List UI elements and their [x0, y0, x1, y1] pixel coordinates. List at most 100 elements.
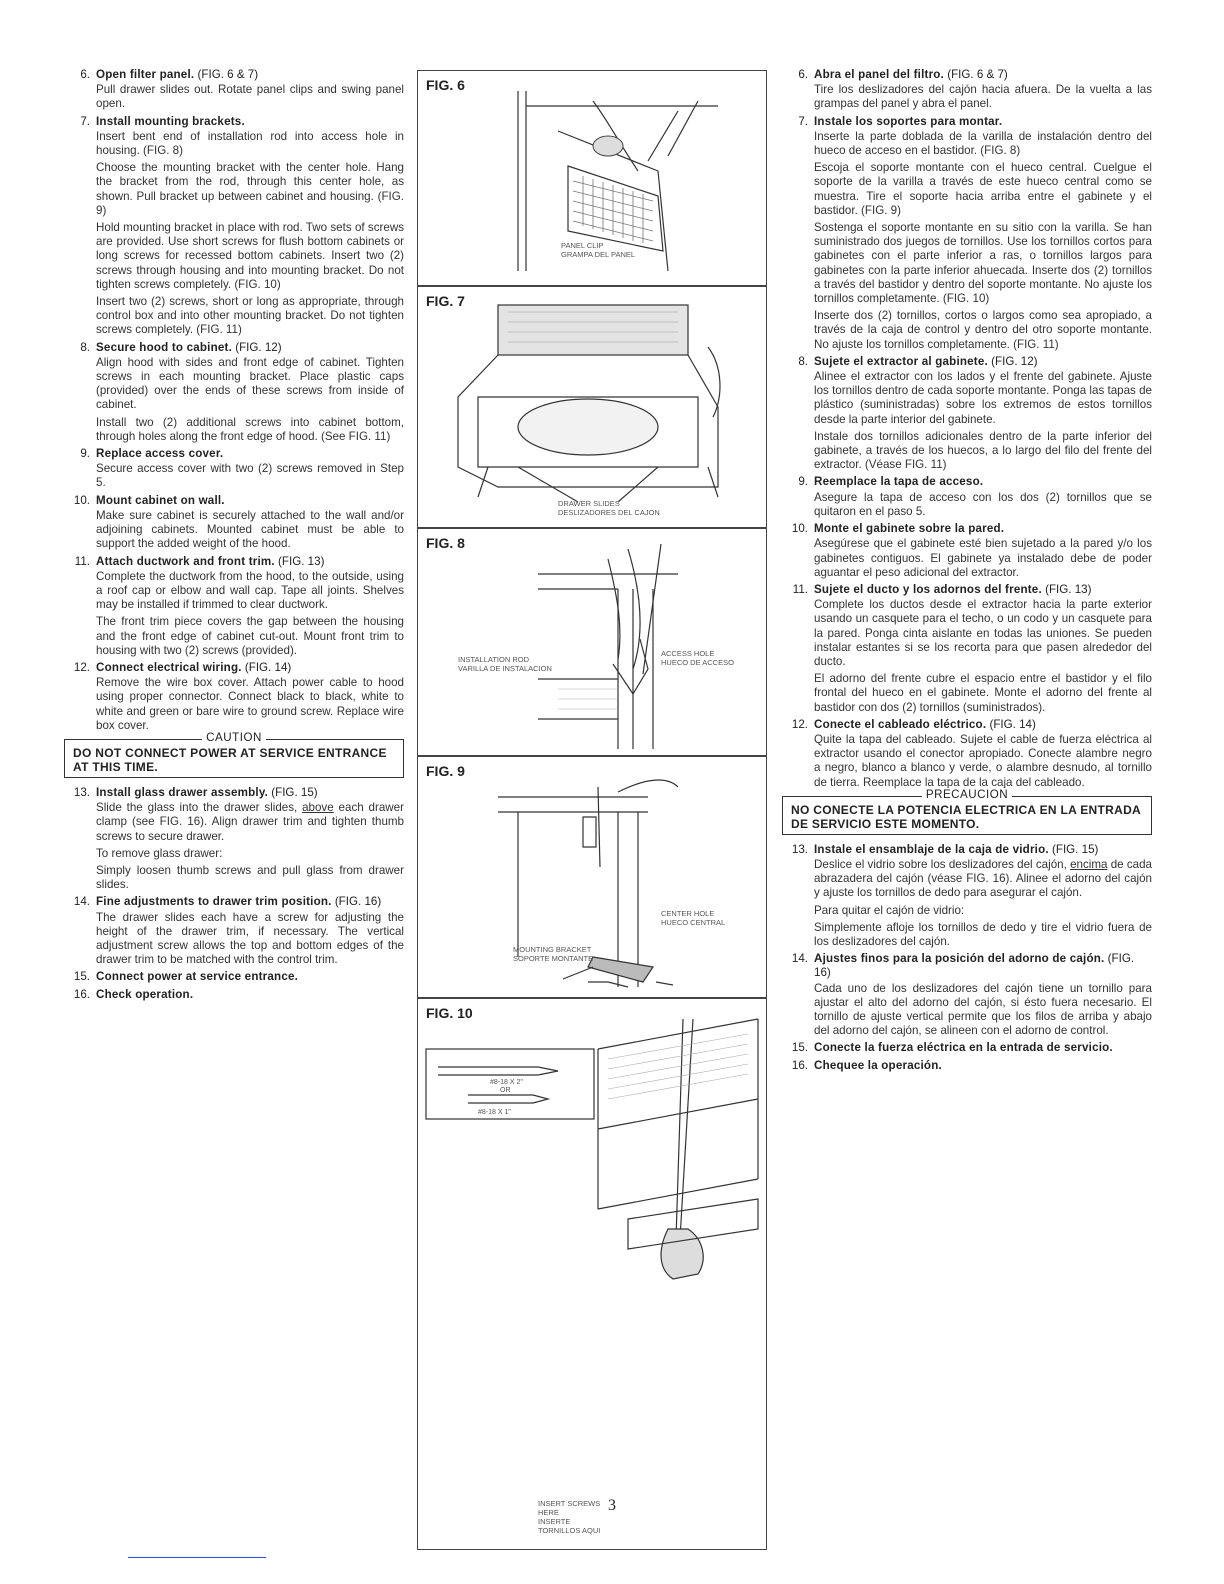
step-number: 7.	[798, 114, 808, 128]
step-9: 9.Replace access cover.Secure access cov…	[74, 447, 404, 491]
fig8-rod-callout: INSTALLATION ROD VARILLA DE INSTALACION	[458, 655, 552, 673]
step-paragraph: Make sure cabinet is securely attached t…	[96, 508, 404, 551]
step-paragraph: El adorno del frente cubre el espacio en…	[814, 672, 1152, 714]
step-paragraph: Escoja el soporte montante con el hueco …	[814, 161, 1152, 217]
figures-column: FIG. 6 PANEL CLIP GRAMPA DEL PANEL FIG. …	[417, 70, 767, 1550]
page-number: 3	[608, 1497, 616, 1514]
step-paragraph: Align hood with sides and front edge of …	[96, 355, 404, 412]
step-paragraph: Simplemente afloje los tornillos de dedo…	[814, 920, 1152, 948]
step-11: 11.Sujete el ducto y los adornos del fre…	[792, 583, 1152, 715]
step-8: 8.Secure hood to cabinet. (FIG. 12)Align…	[74, 341, 404, 444]
step-number: 16.	[791, 1058, 808, 1072]
step-paragraph: The drawer slides each have a screw for …	[96, 910, 404, 967]
step-ref: (FIG. 6 & 7)	[943, 68, 1008, 81]
figure-10: FIG. 10 #8-18 X 2" OR #8-18 X 1" INSERT …	[417, 998, 767, 1550]
caution-text: DO NOT CONNECT POWER AT SERVICE ENTRANCE…	[73, 745, 387, 774]
step-ref: (FIG. 14)	[986, 717, 1036, 731]
step-paragraph: Quite la tapa del cableado. Sujete el ca…	[814, 732, 1152, 789]
figure-8: FIG. 8 INSTALLATION ROD VARILLA DE INSTA…	[417, 528, 767, 756]
english-steps-14-16: 14.Fine adjustments to drawer trim posit…	[74, 895, 404, 1001]
figure-label: FIG. 7	[426, 293, 465, 309]
step-title: Connect power at service entrance.	[96, 970, 299, 984]
step-number: 15.	[73, 970, 90, 984]
step-paragraph: Asegúrese que el gabinete esté bien suje…	[814, 537, 1152, 579]
fig10-or-label: OR	[500, 1087, 511, 1094]
step-paragraph: Instale dos tornillos adicionales dentro…	[814, 429, 1152, 472]
step-number: 16.	[73, 987, 90, 1001]
caution-box: CAUTION DO NOT CONNECT POWER AT SERVICE …	[64, 730, 404, 778]
step-8: 8.Sujete el extractor al gabinete. (FIG.…	[792, 355, 1152, 473]
step-10: 10. Monte el gabinete sobre la pared.Aseg…	[792, 522, 1152, 580]
step-12: 12. Conecte el cableado eléctrico. (FIG. …	[792, 718, 1152, 790]
step-paragraph: Sostenga el soporte montante en su sitio…	[814, 221, 1152, 306]
step-paragraph: Insert bent end of installation rod into…	[96, 129, 404, 158]
step-paragraph: Install two (2) additional screws into c…	[96, 415, 404, 443]
fig6-drawing	[517, 91, 718, 272]
step-title: Install glass drawer assembly.	[96, 785, 269, 799]
fig8-drawing	[538, 543, 678, 749]
fig9-bracket-callout: MOUNTING BRACKET SOPORTE MONTANTE	[513, 945, 594, 963]
step-number: 8.	[798, 354, 808, 368]
step-paragraph: Simply loosen thumb screws and pull glas…	[96, 863, 404, 892]
step-title: Abra el panel del filtro.	[814, 68, 944, 81]
figure-7: FIG. 7 DRAWER SLIDES DESLIZADORES DEL CA…	[417, 286, 767, 528]
caution-text: NO CONECTE LA POTENCIA ELECTRICA EN LA E…	[791, 802, 1141, 831]
step-title: Install mounting brackets.	[96, 114, 245, 128]
figure-6: FIG. 6 PANEL CLIP GRAMPA DEL PANEL	[417, 70, 767, 286]
spanish-steps-6-12: 6. Abra el panel del filtro. (FIG. 6 & 7)…	[792, 68, 1152, 790]
step-15: 15. Connect power at service entrance.	[74, 970, 404, 984]
caution-label: PRECAUCION	[921, 787, 1013, 801]
step-title: Conecte el cableado eléctrico.	[814, 717, 987, 731]
step-title: Monte el gabinete sobre la pared.	[814, 522, 1005, 536]
step-ref: (FIG. 13)	[274, 554, 325, 568]
step-title: Instale el ensamblaje de la caja de vidr…	[814, 842, 1049, 856]
step-title: Connect electrical wiring.	[96, 660, 242, 674]
step-16: 16.Check operation.	[74, 988, 404, 1002]
step-paragraph: Tire los deslizadores del cajón hacia af…	[814, 83, 1152, 111]
step-7: 7. Instale los soportes para montar. Inser…	[792, 115, 1152, 352]
step-number: 10.	[73, 493, 90, 507]
step-14: 14.Fine adjustments to drawer trim posit…	[74, 895, 404, 967]
step-ref: (FIG. 16)	[814, 952, 1135, 980]
step-ref: (FIG. 12)	[987, 354, 1038, 368]
spanish-steps-14-16: 14. Ajustes finos para la posición del ad…	[792, 952, 1152, 1073]
step-title: Open filter panel.	[96, 68, 195, 81]
step-13: 13. Instale el ensamblaje de la caja de …	[792, 843, 1152, 949]
step-paragraph: Asegure la tapa de acceso con los dos (2…	[814, 490, 1152, 518]
figure-label: FIG. 10	[426, 1005, 473, 1021]
figure-label: FIG. 9	[426, 763, 465, 779]
step-14: 14. Ajustes finos para la posición del ad…	[792, 952, 1152, 1038]
step-13: 13. Install glass drawer assembly. (FIG.…	[74, 786, 404, 892]
step-6: 6. Abra el panel del filtro. (FIG. 6 & 7)…	[792, 68, 1152, 112]
step-title: Ajustes finos para la posición del adorn…	[814, 952, 1105, 966]
step-title: Instale los soportes para montar.	[814, 114, 1003, 128]
step-number: 6.	[798, 68, 808, 81]
english-steps-6-12: 6.Open filter panel. (FIG. 6 & 7)Pull dr…	[74, 68, 404, 733]
step-ref: (FIG. 15)	[1048, 842, 1099, 856]
step-paragraph: Deslice el vidrio sobre los deslizadores…	[814, 857, 1152, 900]
step-paragraph: Complete los ductos desde el extractor h…	[814, 598, 1152, 668]
step-title: Replace access cover.	[96, 447, 224, 461]
step-title: Conecte la fuerza eléctrica en la entrad…	[814, 1041, 1113, 1055]
step-paragraph: The front trim piece covers the gap betw…	[96, 615, 404, 657]
step-number: 14.	[791, 952, 808, 966]
step-paragraph: Inserte dos (2) tornillos, cortos o larg…	[814, 309, 1152, 351]
step-number: 13.	[791, 842, 808, 856]
step-number: 10.	[791, 522, 808, 536]
fig7-drawing	[457, 304, 721, 503]
step-number: 12.	[791, 717, 808, 731]
step-paragraph: Secure access cover with two (2) screws …	[96, 462, 404, 490]
step-ref: (FIG. 15)	[268, 785, 318, 799]
step-6: 6.Open filter panel. (FIG. 6 & 7)Pull dr…	[74, 68, 404, 112]
step-paragraph: Para quitar el cajón de vidrio:	[814, 903, 965, 917]
fig9-drawing	[498, 779, 679, 988]
fig9-center-callout: CENTER HOLE HUECO CENTRAL	[661, 909, 726, 927]
step-title: Fine adjustments to drawer trim position…	[96, 895, 332, 909]
step-15: 15.Conecte la fuerza eléctrica en la ent…	[792, 1041, 1152, 1055]
step-title: Secure hood to cabinet.	[96, 340, 233, 354]
step-16: 16.Chequee la operación.	[792, 1059, 1152, 1073]
step-7: 7.Install mounting brackets.Insert bent …	[74, 115, 404, 338]
step-9: 9.Reemplace la tapa de acceso.Asegure la…	[792, 475, 1152, 519]
fig7-callout: DRAWER SLIDES DESLIZADORES DEL CAJON	[558, 499, 660, 517]
fig10-insert-callout: INSERT SCREWS HERE INSERTE TORNILLOS AQU…	[538, 1499, 601, 1535]
